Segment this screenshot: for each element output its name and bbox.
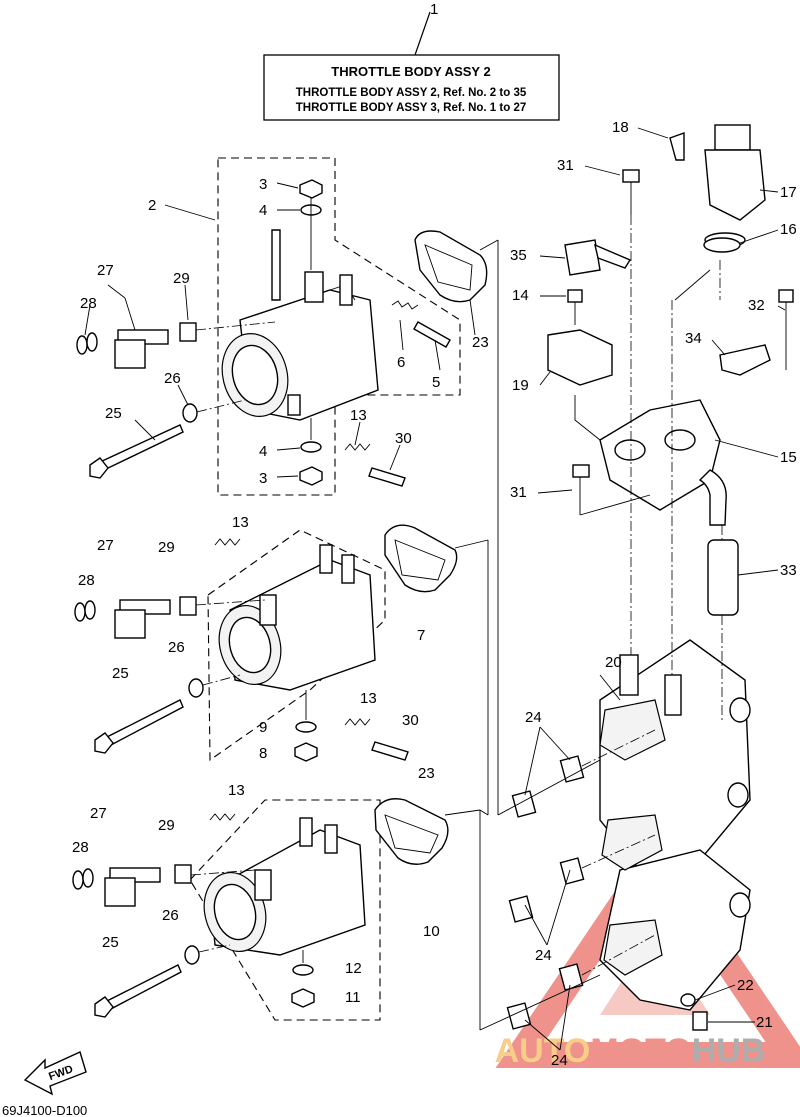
- callout-35: 35: [510, 247, 527, 264]
- right-leaders: [524, 127, 786, 1051]
- callout-3b: 3: [259, 470, 267, 487]
- callout-10: 10: [423, 923, 440, 940]
- callout-13b: 13: [232, 514, 249, 531]
- throttle-body-1: [76, 157, 499, 496]
- throttle-body-2: [74, 524, 489, 815]
- intake-manifold-assembly: [479, 124, 794, 1031]
- title-heading: THROTTLE BODY ASSY 2: [331, 64, 490, 79]
- callout-27: 27: [97, 262, 114, 279]
- callout-7: 7: [417, 627, 425, 644]
- callout-13d: 13: [228, 782, 245, 799]
- callout-5: 5: [432, 374, 440, 391]
- callout-26b: 26: [168, 639, 185, 656]
- callout-22: 22: [737, 977, 754, 994]
- callout-29c: 29: [158, 817, 175, 834]
- title-box: THROTTLE BODY ASSY 2 THROTTLE BODY ASSY …: [263, 11, 560, 121]
- callout-23b: 23: [418, 765, 435, 782]
- callout-24c: 24: [551, 1052, 568, 1069]
- callout-19: 19: [512, 377, 529, 394]
- callout-6: 6: [397, 354, 405, 371]
- callout-26: 26: [164, 370, 181, 387]
- callout-23: 23: [472, 334, 489, 351]
- callout-25b: 25: [112, 665, 129, 682]
- callout-30: 30: [395, 430, 412, 447]
- callout-29b: 29: [158, 539, 175, 556]
- callout-27b: 27: [97, 537, 114, 554]
- callout-13c: 13: [360, 690, 377, 707]
- callout-28b: 28: [78, 572, 95, 589]
- callout-25c: 25: [102, 934, 119, 951]
- callout-32: 32: [748, 297, 765, 314]
- callout-25: 25: [105, 405, 122, 422]
- callout-12: 12: [345, 960, 362, 977]
- callout-31b: 31: [510, 484, 527, 501]
- callout-11: 11: [345, 989, 361, 1006]
- callout-2: 2: [148, 197, 156, 214]
- callout-33: 33: [780, 562, 797, 579]
- callout-16: 16: [780, 221, 797, 238]
- callout-15: 15: [780, 449, 797, 466]
- callout-numbers: 1 2 3 4 27 28 29 26 25 6 5 23 4 3 13 30 …: [72, 1, 797, 1069]
- callout-4: 4: [259, 202, 267, 219]
- callout-34: 34: [685, 330, 702, 347]
- callout-9: 9: [259, 719, 267, 736]
- callout-24b: 24: [535, 947, 552, 964]
- callout-24: 24: [525, 709, 542, 726]
- callout-4b: 4: [259, 443, 267, 460]
- callout-3: 3: [259, 176, 267, 193]
- callout-31: 31: [557, 157, 574, 174]
- throttle-body-3: [72, 798, 481, 1030]
- fwd-arrow: FWD: [23, 1051, 87, 1096]
- callout-27c: 27: [90, 805, 107, 822]
- callout-8: 8: [259, 745, 267, 762]
- callout-18: 18: [612, 119, 629, 136]
- callout-leaders: [84, 182, 476, 478]
- callout-26c: 26: [162, 907, 179, 924]
- callout-17: 17: [780, 184, 797, 201]
- title-line-2: THROTTLE BODY ASSY 3, Ref. No. 1 to 27: [296, 102, 526, 114]
- callout-1: 1: [430, 1, 438, 18]
- callout-29: 29: [173, 270, 190, 287]
- callout-13: 13: [350, 407, 367, 424]
- drawing-code: 69J4100-D100: [2, 1103, 87, 1117]
- callout-30b: 30: [402, 712, 419, 729]
- callout-14: 14: [512, 287, 529, 304]
- watermark-text: AUTOMOTOHUB: [495, 1032, 766, 1070]
- callout-28c: 28: [72, 839, 89, 856]
- callout-28: 28: [80, 295, 97, 312]
- title-line-1: THROTTLE BODY ASSY 2, Ref. No. 2 to 35: [296, 87, 527, 99]
- callout-20: 20: [605, 654, 622, 671]
- callout-21: 21: [756, 1014, 773, 1031]
